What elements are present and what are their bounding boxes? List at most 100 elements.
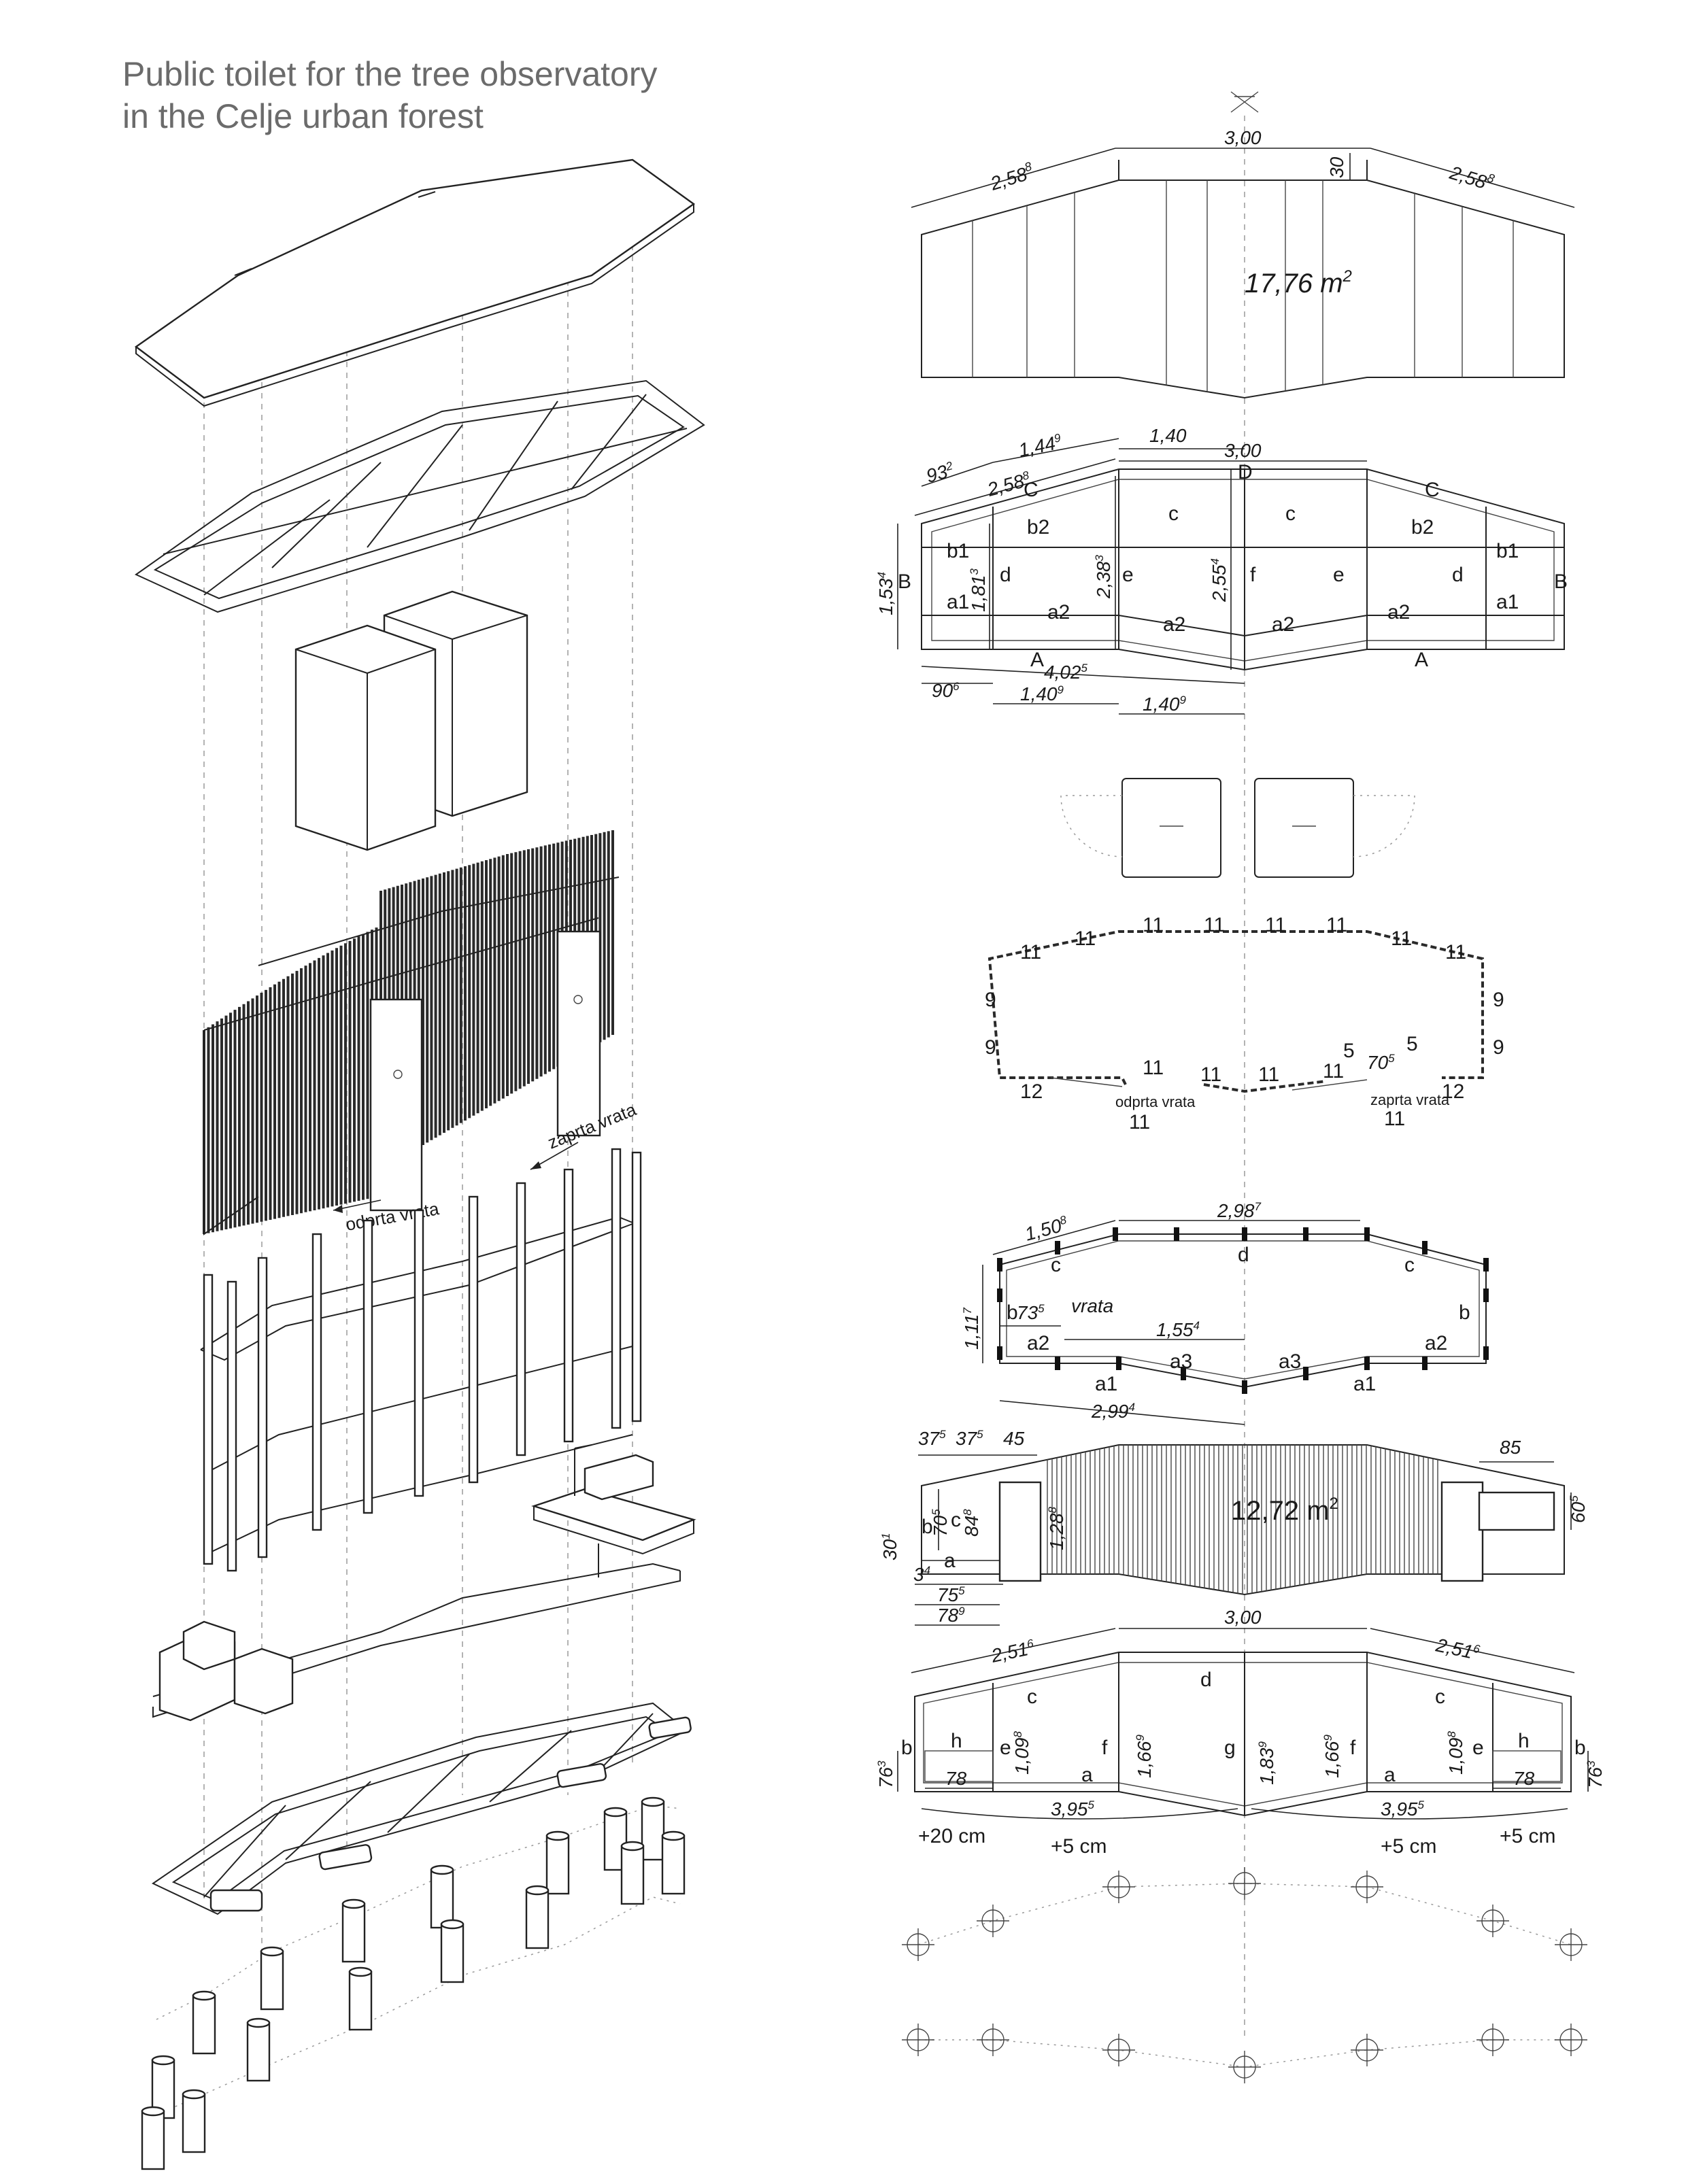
wf-door-label: vrata <box>1071 1295 1113 1316</box>
svg-text:a2: a2 <box>1387 601 1410 624</box>
bf-dim-1098a: 1,098 <box>1011 1731 1032 1775</box>
bf-dim-78b: 78 <box>1513 1768 1535 1789</box>
axo-roof-frame <box>135 379 705 613</box>
floor-area: 12,72 m2 <box>1231 1495 1338 1526</box>
roof-frame-plan: 1,40 3,00 932 1,449 2,588 1,534 1,813 2,… <box>875 425 1568 715</box>
pile-top <box>440 1919 465 1930</box>
wf-dim-2994: 2,994 <box>1091 1401 1135 1422</box>
floor-dim-85: 85 <box>1500 1437 1521 1458</box>
svg-text:12: 12 <box>1442 1080 1464 1103</box>
wall-post <box>1174 1227 1179 1241</box>
wall-post <box>1364 1227 1370 1241</box>
pile-plan-markers <box>902 1867 1587 2083</box>
pile-top <box>525 1885 550 1896</box>
svg-text:11: 11 <box>1143 1057 1164 1079</box>
rf-dim-1449: 1,449 <box>1017 431 1064 461</box>
svg-text:e: e <box>1333 564 1345 586</box>
svg-text:e: e <box>1122 564 1134 586</box>
bf-level-5a: +5 cm <box>1051 1835 1107 1858</box>
wall-post <box>997 1289 1002 1302</box>
rf-dim-1534: 1,534 <box>875 572 896 615</box>
svg-text:a2: a2 <box>1027 1332 1049 1354</box>
svg-text:5: 5 <box>1343 1040 1355 1062</box>
pile <box>182 2093 206 2153</box>
svg-text:d: d <box>1000 564 1011 586</box>
svg-text:A: A <box>1415 649 1428 671</box>
wf-dim-735: 735 <box>1017 1302 1045 1323</box>
bf-dim-2516a: 2,516 <box>989 1637 1037 1667</box>
rf-dim-906: 906 <box>932 680 960 701</box>
svg-text:e: e <box>1472 1737 1484 1759</box>
wf-dim-2987: 2,987 <box>1217 1200 1262 1221</box>
wall-post <box>1113 1227 1118 1241</box>
svg-text:a2: a2 <box>1047 601 1070 624</box>
base-frame-plan: 2,516 3,00 2,516 763 763 78 78 1,098 1,6… <box>875 1607 1606 1858</box>
wall-stud <box>257 1257 268 1558</box>
pile-top <box>182 2089 206 2100</box>
roof-panel-lines <box>972 180 1514 392</box>
pile-top <box>641 1796 665 1807</box>
wf-dim-1554: 1,554 <box>1156 1319 1200 1340</box>
wall-stud <box>226 1280 237 1572</box>
pile-top <box>661 1830 686 1841</box>
rf-dim-4025: 4,025 <box>1044 662 1088 683</box>
svg-text:a3: a3 <box>1170 1350 1192 1373</box>
axo-sink-counter <box>531 1444 696 1577</box>
svg-text:a2: a2 <box>1163 613 1185 636</box>
cladding-slats-left <box>203 927 378 1234</box>
cladding-count-labels: 11 11 11 11 11 11 11 11 9 9 9 9 12 12 11… <box>985 914 1504 1133</box>
svg-text:9: 9 <box>1493 1036 1504 1059</box>
wall-post <box>1303 1367 1309 1380</box>
bf-dim-763b: 763 <box>1585 1760 1606 1788</box>
roof-dim-center: 3,00 <box>1224 127 1262 148</box>
pile <box>348 1970 373 2031</box>
svg-text:C: C <box>1425 479 1440 501</box>
svg-text:a2: a2 <box>1272 613 1294 636</box>
svg-text:c: c <box>1285 502 1296 525</box>
svg-text:11: 11 <box>1075 927 1096 950</box>
svg-text:f: f <box>1102 1737 1108 1759</box>
base-frame-member-labels: a a b b c c d e e f f g h h <box>901 1669 1586 1786</box>
bf-dim-3955b: 3,955 <box>1381 1798 1425 1820</box>
svg-text:b2: b2 <box>1411 516 1434 539</box>
bf-dim-1098b: 1,098 <box>1445 1731 1466 1775</box>
svg-text:c: c <box>1027 1686 1037 1708</box>
wall-stud <box>413 1209 424 1497</box>
svg-text:b: b <box>922 1516 933 1538</box>
pile <box>260 1950 284 2011</box>
pile-top <box>603 1807 628 1818</box>
pile <box>620 1845 645 1905</box>
wall-post <box>1242 1227 1247 1241</box>
exploded-axonometric: zaprta vrata odprta vrata <box>134 158 705 2170</box>
svg-text:a1: a1 <box>1095 1373 1117 1395</box>
axo-toilet-cabins <box>294 590 528 851</box>
axo-base-frame <box>151 1702 692 1915</box>
svg-text:5: 5 <box>1406 1033 1418 1055</box>
svg-text:a1: a1 <box>947 591 969 613</box>
wall-frame-member-labels: a1 a1 a2 a2 a3 a3 b b c c d <box>1007 1244 1470 1395</box>
bf-dim-78a: 78 <box>945 1768 967 1789</box>
svg-text:g: g <box>1224 1737 1236 1759</box>
wall-stud <box>516 1182 526 1456</box>
svg-text:f: f <box>1350 1737 1356 1759</box>
wall-post <box>997 1258 1002 1272</box>
svg-text:d: d <box>1452 564 1464 586</box>
svg-text:a2: a2 <box>1425 1332 1447 1354</box>
bf-level-20: +20 cm <box>918 1825 985 1847</box>
pile <box>192 1994 216 2055</box>
wall-post <box>1483 1346 1489 1360</box>
svg-text:C: C <box>1024 479 1039 501</box>
pile-plan <box>902 1867 1587 2083</box>
wall-post <box>1483 1289 1489 1302</box>
wall-post <box>1364 1357 1370 1370</box>
pile-top <box>430 1864 454 1875</box>
pile <box>661 1835 686 1895</box>
floor-dim-301: 301 <box>879 1533 900 1560</box>
svg-text:11: 11 <box>1265 914 1286 936</box>
svg-text:a: a <box>1081 1764 1093 1786</box>
wall-stud <box>563 1168 574 1443</box>
svg-text:B: B <box>1554 570 1568 593</box>
axo-wall-frame <box>200 1148 642 1572</box>
plans: 2,588 3,00 2,588 30 17,76 m2 <box>875 91 1606 2083</box>
